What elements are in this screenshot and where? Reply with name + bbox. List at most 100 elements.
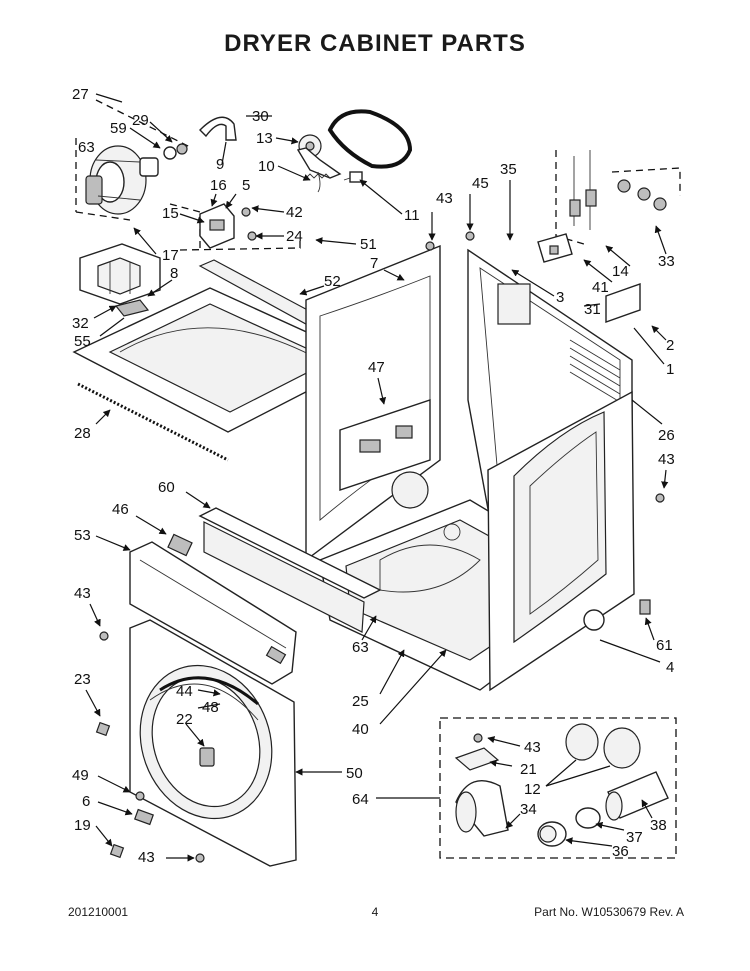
vent-kit-box bbox=[439, 717, 677, 859]
callout-63-lower: 63 bbox=[352, 639, 369, 656]
exhaust-hood bbox=[565, 723, 641, 769]
callout-61: 61 bbox=[656, 637, 673, 654]
callout-27: 27 bbox=[72, 86, 89, 103]
idler-assembly bbox=[296, 134, 342, 193]
callout-36: 36 bbox=[612, 843, 629, 860]
callout-11: 11 bbox=[404, 207, 420, 224]
motor-mount bbox=[79, 243, 161, 305]
callout-26: 26 bbox=[658, 427, 675, 444]
callout-51: 51 bbox=[360, 236, 377, 253]
callout-47: 47 bbox=[368, 359, 385, 376]
motor-clip bbox=[199, 116, 237, 141]
callout-34: 34 bbox=[520, 801, 537, 818]
vent-elbow bbox=[455, 780, 509, 837]
callout-24: 24 bbox=[286, 228, 303, 245]
wire-harness bbox=[569, 150, 597, 230]
callout-55: 55 bbox=[74, 333, 91, 350]
callout-8: 8 bbox=[170, 265, 178, 282]
mount-pad bbox=[114, 299, 150, 317]
callout-30: 30 bbox=[252, 108, 269, 125]
callout-37: 37 bbox=[626, 829, 643, 846]
callout-60: 60 bbox=[158, 479, 175, 496]
callout-16: 16 bbox=[210, 177, 227, 194]
callout-43-bottom: 43 bbox=[138, 849, 155, 866]
callout-64: 64 bbox=[352, 791, 369, 808]
cabinet-side-panel bbox=[487, 390, 635, 692]
callout-63: 63 bbox=[78, 139, 95, 156]
callout-23: 23 bbox=[74, 671, 91, 688]
callout-2: 2 bbox=[666, 337, 674, 354]
page-title: DRYER CABINET PARTS bbox=[224, 30, 526, 57]
callout-3: 3 bbox=[556, 289, 564, 306]
callout-50: 50 bbox=[346, 765, 363, 782]
front-panel bbox=[129, 619, 297, 867]
callout-42: 42 bbox=[286, 204, 303, 221]
callout-19: 19 bbox=[74, 817, 91, 834]
callout-43-right: 43 bbox=[658, 451, 675, 468]
control-bracket bbox=[339, 399, 431, 491]
callout-4: 4 bbox=[666, 659, 674, 676]
callout-41: 41 bbox=[592, 279, 609, 296]
screws bbox=[99, 207, 665, 863]
idler-bolt bbox=[343, 171, 363, 183]
doc-id: 201210001 bbox=[68, 905, 129, 919]
callout-15: 15 bbox=[162, 205, 179, 222]
top-seal-strip bbox=[77, 382, 229, 462]
motor-pulley bbox=[163, 143, 188, 160]
callout-5: 5 bbox=[242, 177, 250, 194]
callout-45: 45 bbox=[472, 175, 489, 192]
idler-spring bbox=[305, 173, 331, 179]
vent-pipe bbox=[605, 771, 669, 821]
callout-31: 31 bbox=[584, 301, 601, 318]
callout-32: 32 bbox=[72, 315, 89, 332]
callout-17: 17 bbox=[162, 247, 179, 264]
callout-33: 33 bbox=[658, 253, 675, 270]
callout-44: 44 bbox=[176, 683, 193, 700]
callout-labels: 27 59 29 63 30 13 10 9 16 5 15 42 24 17 … bbox=[72, 86, 675, 866]
callout-14: 14 bbox=[612, 263, 629, 280]
top-panel bbox=[72, 287, 370, 433]
front-frame bbox=[198, 507, 382, 633]
terminal-block bbox=[537, 233, 573, 263]
callout-43-left: 43 bbox=[74, 585, 91, 602]
callout-52: 52 bbox=[324, 273, 341, 290]
callout-43-vent: 43 bbox=[524, 739, 541, 756]
callout-21: 21 bbox=[520, 761, 537, 778]
lamp-bracket bbox=[199, 747, 215, 767]
door-seal bbox=[159, 676, 259, 706]
leader-lines bbox=[85, 93, 669, 862]
callout-59: 59 bbox=[110, 120, 127, 137]
callout-7: 7 bbox=[370, 255, 378, 272]
motor-group bbox=[75, 99, 237, 221]
callout-13: 13 bbox=[256, 130, 273, 147]
switch-bracket bbox=[199, 203, 235, 249]
vent-slots bbox=[569, 339, 621, 403]
callout-35: 35 bbox=[500, 161, 517, 178]
callout-46: 46 bbox=[112, 501, 129, 518]
part-number: Part No. W10530679 Rev. A bbox=[534, 905, 684, 919]
console-panel bbox=[129, 541, 297, 685]
callout-25: 25 bbox=[352, 693, 369, 710]
drive-motor bbox=[85, 145, 159, 215]
callout-48: 48 bbox=[202, 699, 219, 716]
terminal-nuts bbox=[617, 179, 667, 211]
callout-6: 6 bbox=[82, 793, 90, 810]
control-switch bbox=[167, 533, 193, 557]
callout-10: 10 bbox=[258, 158, 275, 175]
callout-28: 28 bbox=[74, 425, 91, 442]
callout-38: 38 bbox=[650, 817, 667, 834]
page-number: 4 bbox=[371, 905, 379, 919]
callout-40: 40 bbox=[352, 721, 369, 738]
callout-53: 53 bbox=[74, 527, 91, 544]
callout-9: 9 bbox=[216, 156, 224, 173]
vent-clamp bbox=[575, 807, 601, 829]
base-chassis bbox=[319, 499, 521, 691]
callout-12: 12 bbox=[524, 781, 541, 798]
callout-29: 29 bbox=[132, 112, 149, 129]
callout-43-top: 43 bbox=[436, 190, 453, 207]
vent-adapter bbox=[537, 821, 567, 847]
callout-22: 22 bbox=[176, 711, 193, 728]
drive-belt bbox=[327, 109, 413, 169]
access-cover bbox=[605, 283, 641, 323]
